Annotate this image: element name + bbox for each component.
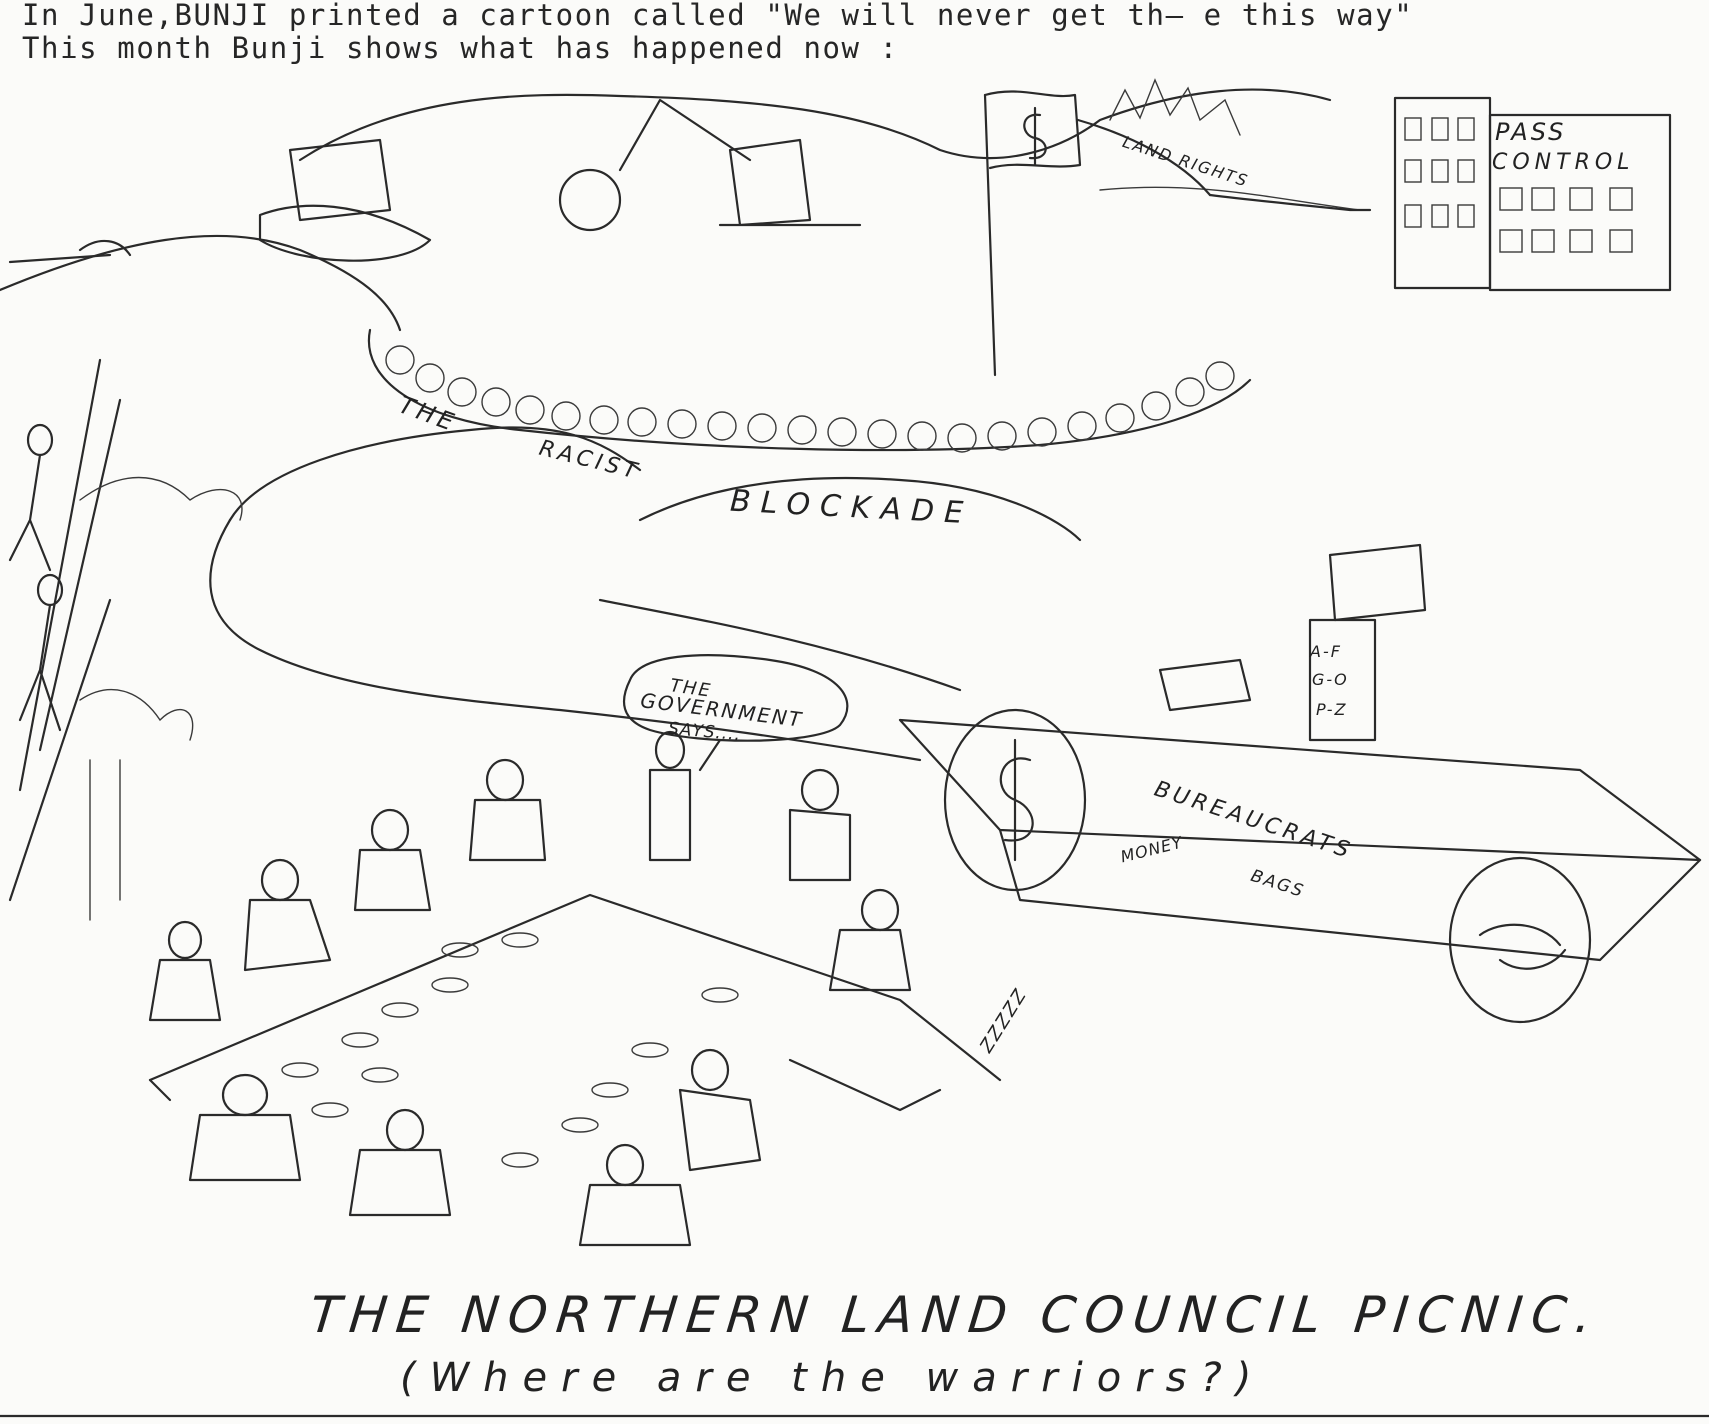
building-sign-pass: PASS (1495, 118, 1567, 146)
cabinet-drawer-1: A-F (1310, 642, 1342, 661)
hill-shading (1099, 186, 1361, 211)
typed-intro-line-1: In June,BUNJI printed a cartoon called "… (22, 0, 1414, 32)
pipe (1208, 193, 1372, 212)
caption-title: THE NORTHERN LAND COUNCIL PICNIC. (306, 1286, 1604, 1344)
speech-bubble (622, 654, 849, 772)
flag-pole (983, 93, 997, 377)
blockade-wire (367, 328, 1252, 452)
blockade-coils (385, 345, 1235, 453)
bushes (79, 476, 243, 921)
spear-warriors (8, 358, 122, 902)
flag (983, 90, 1082, 170)
road-lower-edge (209, 518, 922, 762)
building-right (1488, 113, 1672, 292)
crane-arm (618, 98, 752, 172)
building-left (1393, 96, 1492, 290)
flames (1109, 78, 1241, 136)
typewriter (1158, 658, 1252, 712)
soldier-left (8, 239, 132, 264)
teacups (281, 932, 739, 1168)
bulldozer (258, 138, 432, 262)
cart-wheel-front (943, 708, 1087, 892)
road-upper-edge (228, 426, 642, 522)
left-hill (0, 234, 402, 332)
picnic-figures (148, 730, 942, 1247)
flag-dollar (1023, 106, 1047, 167)
caption-subtitle: (Where are the warriors?) (400, 1355, 1266, 1401)
banner-ribbon (1076, 118, 1212, 197)
far-hill (298, 88, 1332, 162)
cart-wheel-rear (1448, 856, 1592, 1024)
crane-cab (718, 138, 862, 227)
wrecking-ball (558, 168, 622, 232)
picnic-cloth-edge (148, 1078, 172, 1102)
wheel-dollar-front (999, 738, 1034, 862)
building-sign-control: CONTROL (1492, 150, 1635, 175)
road-curve (638, 476, 1082, 542)
road-right-edge (598, 598, 962, 692)
cabinet-drawer-3: P-Z (1316, 700, 1348, 719)
building-windows (1404, 117, 1633, 253)
cabinet-drawer-2: G-O (1312, 670, 1349, 689)
paper-stack (1328, 543, 1427, 622)
wheel-dollar-rear (1478, 923, 1567, 970)
cart-side (998, 828, 1702, 962)
picnic-cloth (148, 893, 1002, 1082)
typed-intro-line-2: This month Bunji shows what has happened… (22, 31, 899, 65)
